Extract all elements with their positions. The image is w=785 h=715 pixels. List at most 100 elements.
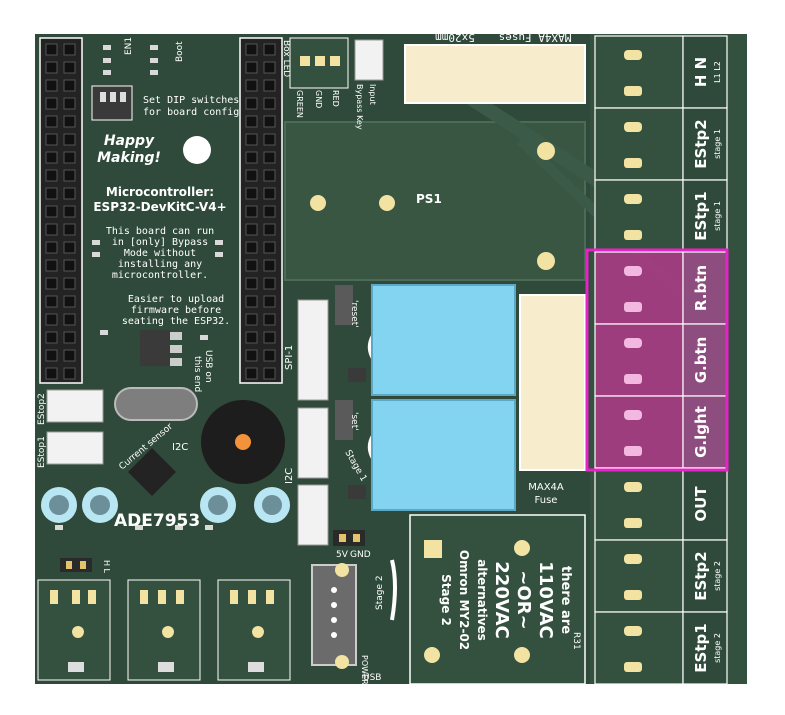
5v-gnd-header[interactable] — [333, 530, 365, 546]
gnd-label-mid: GND — [350, 550, 371, 560]
bypass-note-line-0: This board can run — [106, 226, 214, 237]
relay-note-line-5: Omron MY2-02 — [457, 550, 471, 650]
relay-note-line-4: alternatives — [475, 559, 489, 641]
estop2-connector[interactable] — [46, 389, 104, 423]
relay-reset — [371, 284, 516, 396]
relay-set — [371, 399, 516, 511]
relay-note-line-3: 220VAC — [491, 561, 512, 638]
fuse-holder-top — [404, 44, 586, 104]
ade7953-label: ADE7953 — [114, 511, 200, 531]
dip-switch[interactable] — [91, 85, 133, 121]
usb-on-text: USB on — [203, 350, 213, 383]
dip-note-2: for board config — [143, 107, 239, 118]
spi-connector[interactable] — [297, 299, 329, 401]
ade7953-chip — [127, 447, 177, 497]
mc-model: ESP32-DevKitC-V4+ — [93, 200, 226, 214]
r31-label: R31 — [571, 632, 581, 650]
highlight-selection — [585, 248, 729, 472]
terminal-label-1: EStp2 — [692, 119, 710, 168]
label-boot: Boot — [175, 41, 185, 62]
terminal-sublabel-0: L1 L2 — [713, 61, 722, 83]
label-en1: EN1 — [124, 37, 134, 55]
upload-note-line-1: firmware before — [131, 305, 221, 316]
mc-title: Microcontroller: — [106, 185, 214, 199]
terminal-label-2: EStp1 — [692, 191, 710, 240]
relay-note-line-2: ~OR~ — [513, 570, 534, 629]
i2c-connector-a[interactable] — [297, 407, 329, 479]
stage2-mid-label: Stage 2 — [375, 575, 385, 610]
estop2-left-label: EStop2 — [37, 393, 47, 425]
ps1-label: PS1 — [416, 192, 442, 206]
hl-jumper[interactable] — [60, 558, 92, 572]
estop1-left-label: EStop1 — [37, 436, 47, 468]
power-only-label: POWER only — [360, 655, 369, 704]
reset-label: 'reset' — [349, 300, 359, 328]
bypass-note-line-4: microcontroller. — [112, 270, 208, 281]
esp32-header-right — [239, 37, 283, 384]
terminal-label-7: EStp2 — [692, 551, 710, 600]
bypass-note-line-2: Mode without — [124, 248, 196, 259]
terminal-sublabel-7: stage 2 — [713, 561, 722, 591]
capacitors — [41, 487, 290, 523]
spi-label: SPI-1 — [284, 345, 295, 370]
dip-note-1: Set DIP switches — [143, 95, 239, 106]
upload-note-line-0: Easier to upload — [128, 294, 224, 305]
label-fuses-size: 5x20mm — [435, 31, 475, 44]
fuse-label: Fuse — [535, 495, 558, 506]
terminal-label-4: G.btn — [692, 337, 710, 384]
estop1-connector[interactable] — [46, 431, 104, 465]
mounting-hole — [183, 136, 211, 164]
label-box-led: Box LED — [281, 40, 291, 77]
terminal-label-6: OUT — [692, 486, 710, 522]
terminal-block-4[interactable]: G.btn — [594, 323, 728, 397]
bottom-terminals — [37, 579, 291, 681]
terminal-block-6[interactable]: OUT — [594, 467, 728, 541]
label-gnd-top: GND — [314, 90, 323, 108]
terminal-block-3[interactable]: R.btn — [594, 251, 728, 325]
i2c-connector-b[interactable] — [297, 484, 329, 546]
label-fuses-name: MAX4A Fuses — [499, 31, 572, 44]
label-red: RED — [331, 90, 340, 107]
5v-label: 5V — [336, 550, 349, 560]
usb-label: USB — [363, 673, 381, 683]
max4a-label: MAX4A — [528, 482, 564, 493]
this-end-text: this end — [192, 356, 202, 392]
esp32-header-left — [39, 37, 83, 384]
making-text: Making! — [97, 150, 161, 166]
hl-label: H L — [102, 560, 111, 574]
fuse-holder-right — [519, 294, 586, 471]
terminal-sublabel-8: stage 2 — [713, 633, 722, 663]
happy-text: Happy — [104, 133, 155, 149]
relay-note-line-0: there are — [558, 566, 573, 634]
i2c-label-header: I2C — [284, 468, 295, 484]
i2c-label-sensor: I2C — [172, 442, 188, 453]
voltage-regulator — [140, 330, 170, 366]
relay-note-line-1: 110VAC — [535, 561, 556, 638]
relay-note-line-6: Stage 2 — [439, 574, 453, 626]
terminal-sublabel-1: stage 1 — [713, 129, 722, 159]
diode-set — [335, 400, 353, 440]
terminal-label-5: G.lght — [692, 406, 710, 458]
terminal-label-0: H N — [692, 57, 710, 87]
terminal-sublabel-2: stage 1 — [713, 201, 722, 231]
set-label: 'set' — [349, 412, 359, 431]
label-bypass-key: Bypass Key — [355, 84, 364, 130]
terminal-label-3: R.btn — [692, 265, 710, 311]
diode-reset — [335, 285, 353, 325]
power-only-usb-connector[interactable] — [311, 564, 357, 666]
terminal-block-5[interactable]: G.lght — [594, 395, 728, 469]
upload-note-line-2: seating the ESP32. — [122, 316, 230, 327]
label-input: Input — [368, 84, 377, 105]
bypass-note-line-3: installing any — [118, 259, 202, 270]
terminal-label-8: EStp1 — [692, 623, 710, 672]
bypass-key-input[interactable] — [354, 39, 384, 81]
label-green: GREEN — [295, 90, 304, 118]
bypass-note-line-1: in [only] Bypass — [112, 237, 208, 248]
crystal — [114, 387, 198, 421]
